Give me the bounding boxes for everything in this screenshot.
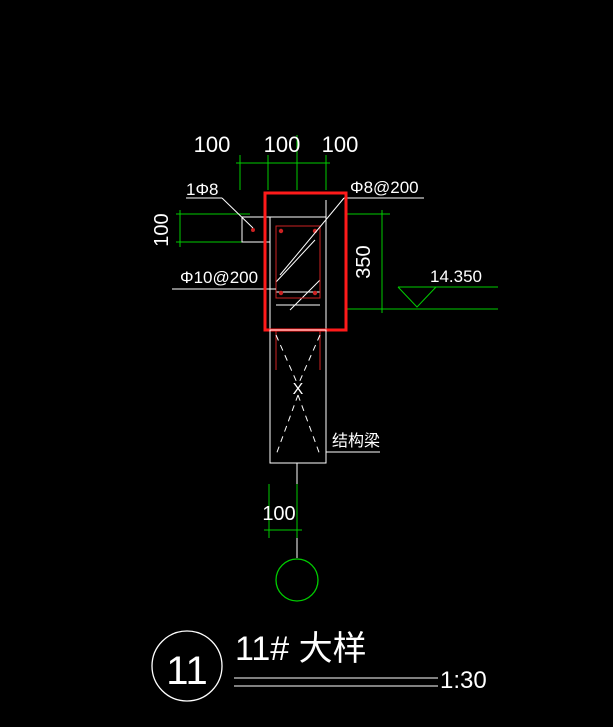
title-block: 11 11# 大样 1:30 [151, 630, 487, 702]
label-side-bar: Φ10@200 [180, 268, 258, 287]
left-dimension: 100 [151, 210, 250, 247]
axis-bubble [275, 558, 319, 602]
structural-beam: X 结构梁 [269, 329, 380, 464]
label-top-bar: 1Φ8 [186, 180, 218, 199]
title-scale: 1:30 [440, 667, 487, 694]
label-stirrup: Φ8@200 [350, 178, 419, 197]
dim-top-right: 100 [322, 132, 359, 157]
elevation-value: 14.350 [430, 267, 482, 286]
rebar-dot [278, 290, 284, 296]
dim-right-height: 350 [353, 245, 375, 278]
right-dimension: 350 [345, 210, 390, 313]
dim-bottom: 100 [262, 503, 295, 525]
beam-section [241, 200, 327, 331]
axis-and-bottom-dimension: 100 [262, 463, 319, 602]
rebar-dot [312, 290, 318, 296]
dim-top-mid: 100 [264, 132, 301, 157]
elevation-mark: 14.350 [345, 267, 498, 310]
rebar-dot [251, 228, 255, 232]
top-dimension-chain: 100 100 100 [194, 132, 359, 190]
title-number: 11 [166, 649, 208, 693]
rebar-callouts: 1Φ8 Φ8@200 Φ10@200 [172, 178, 424, 290]
column-mark: X [293, 381, 304, 398]
title-name: 11# 大样 [235, 630, 367, 668]
beam-label: 结构梁 [332, 432, 380, 450]
dim-left-height: 100 [151, 213, 173, 246]
title-circle [151, 630, 223, 702]
highlight-box [263, 191, 348, 332]
rebar-lines [251, 225, 321, 370]
dim-top-left: 100 [194, 132, 231, 157]
rebar-dot [278, 228, 284, 234]
